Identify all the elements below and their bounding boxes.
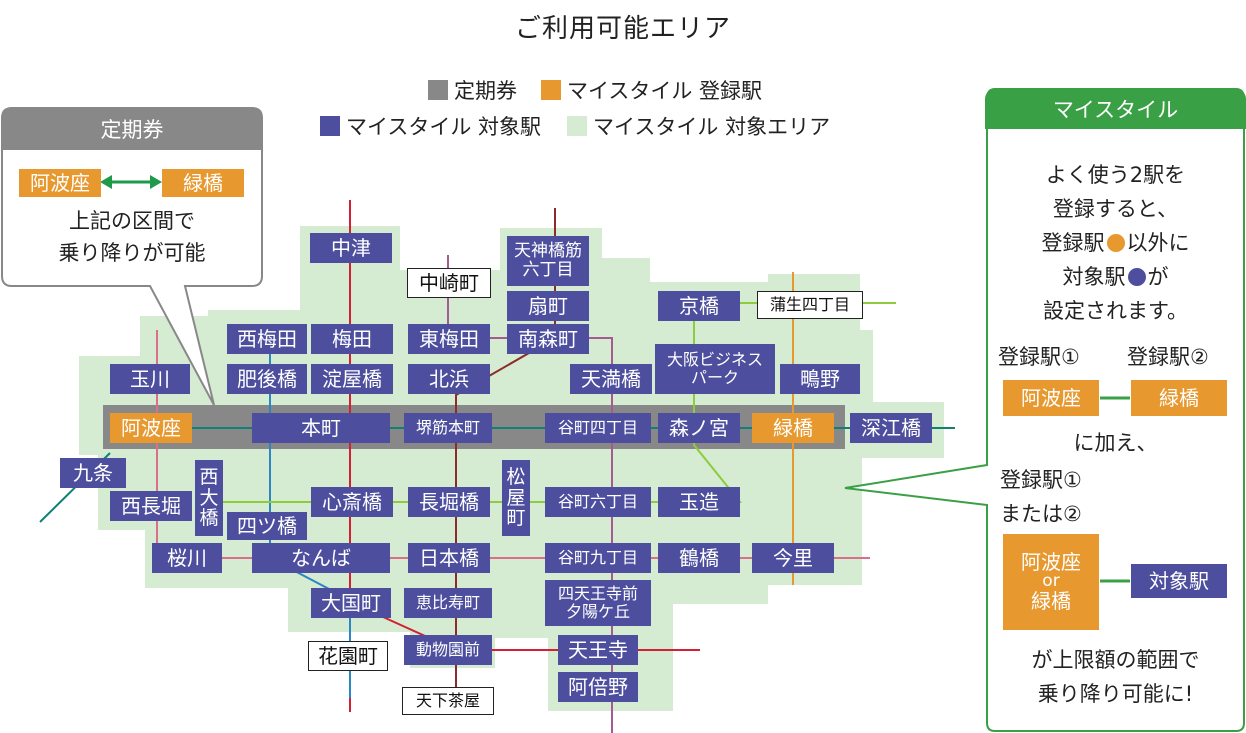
station-nishinagahori[interactable]: 西長堀 bbox=[110, 491, 192, 521]
mystyle-box-header: マイスタイル bbox=[985, 89, 1246, 129]
mystyle-text-3: 登録駅以外に bbox=[987, 228, 1244, 260]
teiki-text-2: 乗り降りが可能 bbox=[58, 241, 206, 265]
station-minamimorimachi[interactable]: 南森町 bbox=[507, 324, 589, 354]
station-namba[interactable]: なんば bbox=[252, 543, 390, 573]
station-tsuruhashi[interactable]: 鶴橋 bbox=[658, 543, 740, 573]
station-daikokucho[interactable]: 大国町 bbox=[311, 588, 391, 618]
station-temmabashi[interactable]: 天満橋 bbox=[570, 364, 652, 394]
legend-teiki-swatch bbox=[428, 80, 448, 100]
mystyle-text-4a: 対象駅 bbox=[1062, 265, 1126, 289]
mystyle-or-word: or bbox=[1042, 571, 1060, 592]
station-dobutsuen-mae[interactable]: 動物園前 bbox=[404, 635, 492, 665]
mystyle-text-3a: 登録駅 bbox=[1041, 231, 1105, 255]
legend-reg-label: マイスタイル 登録駅 bbox=[567, 79, 763, 103]
station-umeda[interactable]: 梅田 bbox=[311, 324, 393, 354]
orange-dot-icon bbox=[1106, 234, 1125, 252]
station-yotsubashi[interactable]: 四ツ橋 bbox=[227, 512, 307, 540]
legend-area-swatch bbox=[567, 116, 588, 136]
station-nakazakicho[interactable]: 中崎町 bbox=[407, 268, 491, 298]
mystyle-reg1-label: 登録駅① bbox=[998, 345, 1080, 369]
station-tamatsukuri[interactable]: 玉造 bbox=[658, 487, 740, 517]
mystyle-text-2: 登録すると、 bbox=[1052, 197, 1179, 221]
blue-dot-icon bbox=[1127, 268, 1146, 286]
mystyle-or-station-1: 阿波座 bbox=[1021, 550, 1081, 575]
station-imazato[interactable]: 今里 bbox=[752, 543, 834, 573]
station-nakatsu[interactable]: 中津 bbox=[310, 233, 392, 263]
station-tanimachi-9chome[interactable]: 谷町九丁目 bbox=[545, 543, 651, 573]
teiki-to-station: 緑橋 bbox=[162, 169, 244, 197]
station-yodoyabashi[interactable]: 淀屋橋 bbox=[311, 364, 393, 394]
legend-teiki-label: 定期券 bbox=[454, 79, 517, 103]
mystyle-text-1: よく使う2駅を bbox=[1045, 163, 1186, 187]
station-hommachi[interactable]: 本町 bbox=[252, 413, 390, 443]
mystyle-plus-text: に加え、 bbox=[1073, 431, 1158, 455]
mystyle-or-station-box: 阿波座 or 緑橋 bbox=[1003, 534, 1099, 630]
mystyle-text-4b: が bbox=[1147, 265, 1169, 289]
legend-row-2: マイスタイル 対象駅 マイスタイル 対象エリア bbox=[320, 111, 830, 141]
station-kyobashi[interactable]: 京橋 bbox=[658, 291, 740, 321]
page-title: ご利用可能エリア bbox=[514, 14, 731, 44]
mystyle-reg1-station: 阿波座 bbox=[1003, 380, 1099, 416]
legend-target-label: マイスタイル 対象駅 bbox=[346, 115, 542, 139]
station-kitahama[interactable]: 北浜 bbox=[408, 364, 490, 394]
station-ebisucho[interactable]: 恵比寿町 bbox=[404, 588, 492, 618]
station-ogimachi[interactable]: 扇町 bbox=[507, 291, 589, 321]
station-shigino[interactable]: 鴫野 bbox=[780, 364, 860, 394]
teiki-from-station: 阿波座 bbox=[19, 169, 101, 197]
station-tennoji[interactable]: 天王寺 bbox=[558, 635, 638, 665]
mystyle-reg2-station: 緑橋 bbox=[1131, 380, 1227, 416]
station-tamagawa[interactable]: 玉川 bbox=[110, 364, 190, 394]
mystyle-or-text-1: 登録駅① bbox=[1000, 468, 1082, 492]
station-shitennoji-mae-yuhigaoka[interactable]: 四天王寺前 夕陽ケ丘 bbox=[545, 580, 651, 626]
station-abeno[interactable]: 阿倍野 bbox=[558, 672, 638, 702]
mystyle-or-station-2: 緑橋 bbox=[1031, 588, 1071, 613]
station-sakaisuji-hommachi[interactable]: 堺筋本町 bbox=[404, 413, 492, 443]
station-morinomiya[interactable]: 森ノ宮 bbox=[658, 413, 740, 443]
mystyle-reg2-label: 登録駅② bbox=[1127, 345, 1209, 369]
station-kujo[interactable]: 九条 bbox=[60, 458, 126, 488]
station-gamo-4chome[interactable]: 蒲生四丁目 bbox=[757, 291, 863, 319]
station-nippombashi[interactable]: 日本橋 bbox=[408, 543, 490, 573]
legend-area-label: マイスタイル 対象エリア bbox=[593, 115, 831, 139]
station-sakuragawa[interactable]: 桜川 bbox=[152, 543, 222, 573]
mystyle-target-station: 対象駅 bbox=[1131, 564, 1227, 598]
teiki-text-1: 上記の区間で bbox=[69, 209, 195, 233]
mystyle-text-4: 対象駅が bbox=[987, 262, 1244, 294]
teiki-arrow-right-head bbox=[150, 175, 162, 189]
legend-target-swatch bbox=[320, 116, 340, 136]
station-obp-line2: パーク bbox=[690, 368, 739, 387]
station-awaza[interactable]: 阿波座 bbox=[110, 413, 192, 443]
mystyle-end-text-1: が上限額の範囲で bbox=[1031, 648, 1200, 672]
station-midoribashi[interactable]: 緑橋 bbox=[752, 413, 834, 443]
station-nagahoribashi[interactable]: 長堀橋 bbox=[408, 487, 490, 517]
teiki-arrow-left-head bbox=[100, 175, 112, 189]
station-tenjinbashisuji-6chome[interactable]: 天神橋筋 六丁目 bbox=[507, 236, 589, 286]
station-shinsaibashi[interactable]: 心斎橋 bbox=[311, 487, 393, 517]
mystyle-text-3b: 以外に bbox=[1126, 231, 1190, 255]
teiki-box-header: 定期券 bbox=[2, 108, 262, 150]
station-higobashi[interactable]: 肥後橋 bbox=[227, 364, 307, 394]
mystyle-or-text-2: または② bbox=[1000, 502, 1082, 526]
station-osaka-business-park[interactable]: 大阪ビジネス パーク bbox=[655, 344, 775, 394]
station-matsuyamachi[interactable]: 松屋町 bbox=[502, 460, 530, 536]
station-nishiumeda[interactable]: 西梅田 bbox=[227, 324, 307, 354]
legend-reg-swatch bbox=[541, 80, 561, 100]
station-nishiohashi[interactable]: 西大橋 bbox=[195, 460, 223, 536]
station-tanimachi-4chome[interactable]: 谷町四丁目 bbox=[545, 413, 651, 443]
station-tengachaya[interactable]: 天下茶屋 bbox=[402, 687, 494, 715]
station-tenjin-line2: 六丁目 bbox=[522, 260, 574, 280]
station-hanazonocho[interactable]: 花園町 bbox=[308, 641, 388, 671]
station-tenjin-line1: 天神橋筋 bbox=[514, 241, 582, 262]
station-shitennoji-line1: 四天王寺前 bbox=[557, 584, 638, 604]
station-higashiumeda[interactable]: 東梅田 bbox=[408, 324, 490, 354]
station-tanimachi-6chome[interactable]: 谷町六丁目 bbox=[545, 487, 651, 517]
station-shitennoji-line2: 夕陽ケ丘 bbox=[565, 602, 630, 621]
station-fukaebashi[interactable]: 深江橋 bbox=[850, 413, 932, 443]
mystyle-text-5: 設定されます。 bbox=[1043, 299, 1188, 323]
legend-row-1: 定期券 マイスタイル 登録駅 bbox=[428, 75, 762, 105]
mystyle-end-text-2: 乗り降り可能に! bbox=[1037, 682, 1194, 706]
station-obp-line1: 大阪ビジネス bbox=[666, 350, 763, 370]
